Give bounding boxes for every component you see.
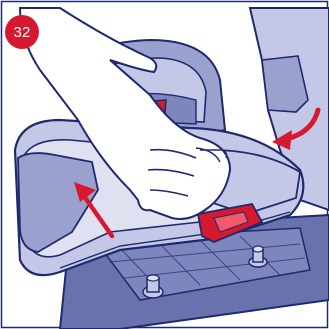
step-badge-circle (5, 15, 39, 49)
